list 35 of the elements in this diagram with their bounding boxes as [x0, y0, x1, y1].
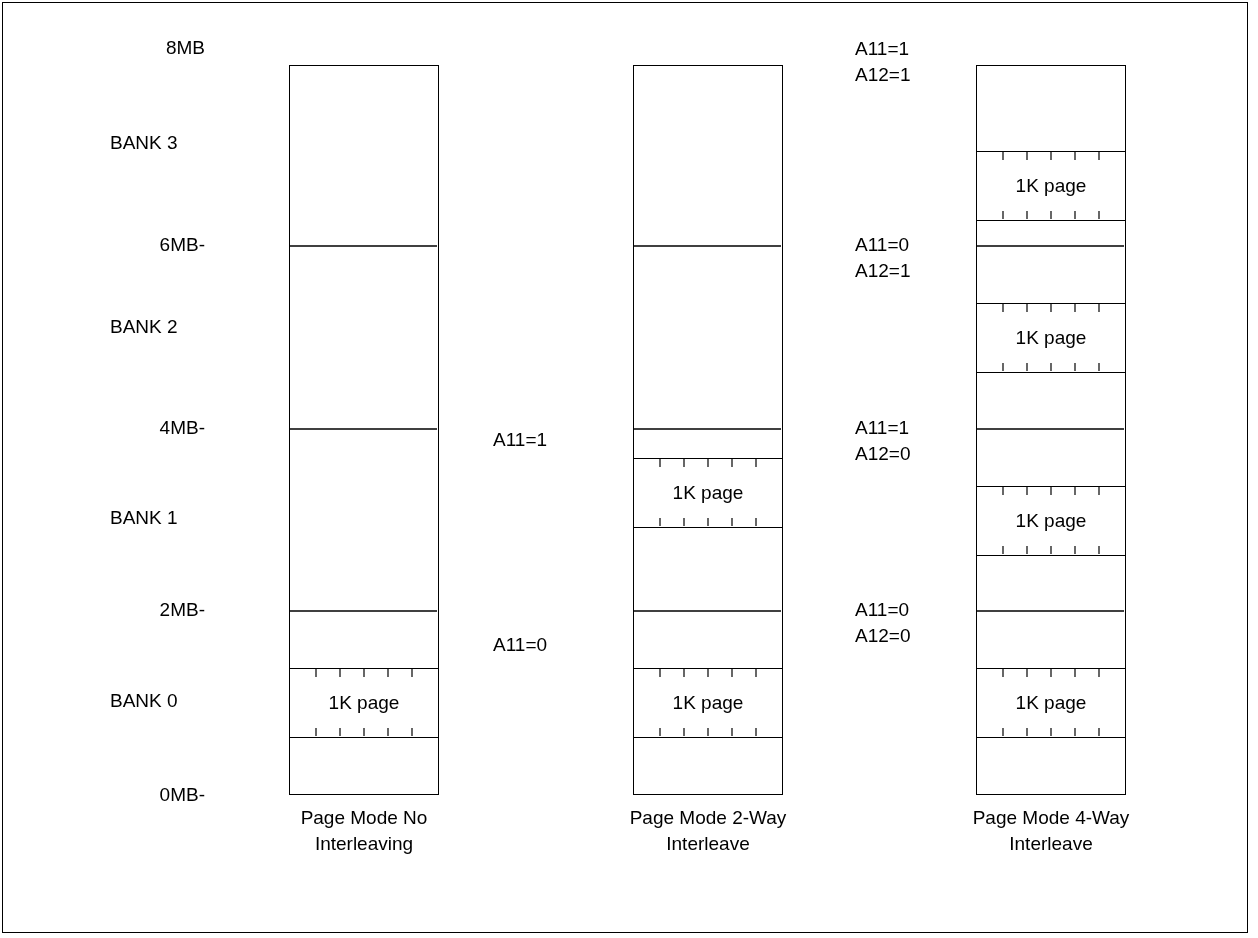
memory-column [289, 65, 439, 795]
page-block [977, 151, 1125, 221]
page-label: 1K page [1015, 327, 1087, 349]
bank-label: BANK 3 [110, 131, 178, 155]
page-label: 1K page [672, 692, 744, 714]
page-block [290, 668, 438, 738]
address-label: 6MB- [158, 233, 205, 257]
column-caption: Page Mode 4-Way Interleave [971, 806, 1131, 856]
bank-label: BANK 0 [110, 689, 178, 713]
page-block [977, 303, 1125, 373]
page-label: 1K page [1015, 175, 1087, 197]
address-label: 8MB [164, 36, 205, 60]
bank-label: BANK 1 [110, 506, 178, 530]
address-bit-label: A11=1 A12=1 [855, 37, 912, 87]
address-bit-label: A11=0 A12=0 [855, 598, 912, 648]
page-label: 1K page [1015, 510, 1087, 532]
column-caption: Page Mode No Interleaving [299, 806, 429, 856]
memory-column [633, 65, 783, 795]
address-bit-label: A11=1 A12=0 [855, 416, 912, 466]
page-block [634, 668, 782, 738]
page-block [977, 668, 1125, 738]
page-label: 1K page [1015, 692, 1087, 714]
column-caption: Page Mode 2-Way Interleave [628, 806, 788, 856]
page-block [977, 486, 1125, 556]
address-label: 0MB- [158, 783, 205, 807]
bank-label: BANK 2 [110, 315, 178, 339]
page-block [634, 458, 782, 528]
page-label: 1K page [672, 482, 744, 504]
address-bit-label: A11=0 [493, 633, 548, 657]
page-label: 1K page [328, 692, 400, 714]
address-label: 2MB- [158, 598, 205, 622]
address-bit-label: A11=1 [493, 428, 548, 452]
address-bit-label: A11=0 A12=1 [855, 233, 912, 283]
address-label: 4MB- [158, 416, 205, 440]
memory-column [976, 65, 1126, 795]
